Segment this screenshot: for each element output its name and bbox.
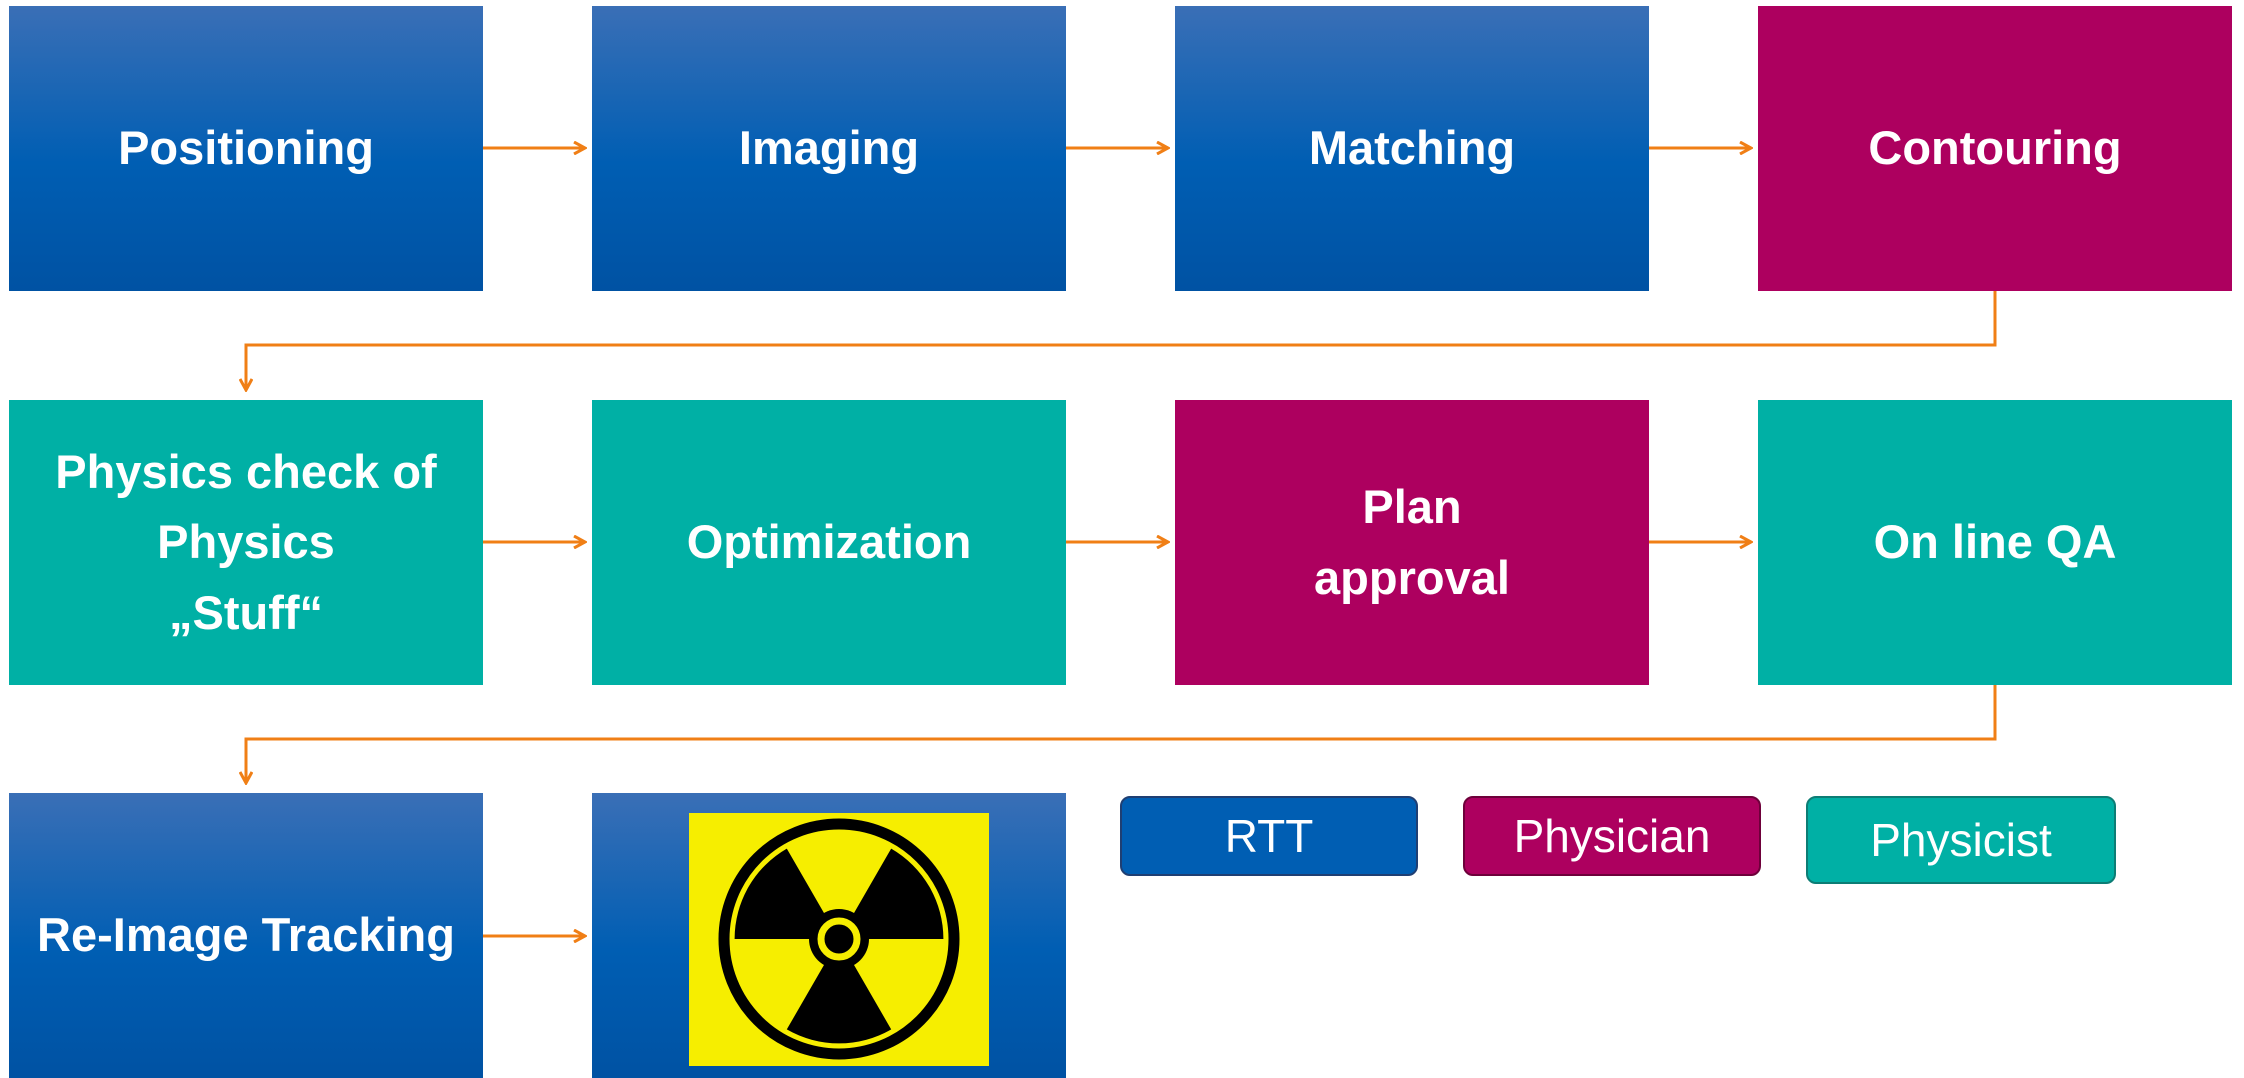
- legend-rtt: RTT: [1120, 796, 1418, 876]
- legend-physicist: Physicist: [1806, 796, 2116, 884]
- step-reimage-tracking-label: Re-Image Tracking: [37, 908, 455, 962]
- arrow-contouring-to-physics-check: [246, 291, 1997, 390]
- step-reimage-tracking: Re-Image Tracking: [9, 793, 483, 1078]
- legend-rtt-label: RTT: [1224, 810, 1314, 862]
- arrow-online-qa-to-reimage: [246, 685, 1997, 783]
- step-imaging: Imaging: [592, 6, 1066, 291]
- step-positioning: Positioning: [9, 6, 483, 291]
- step-positioning-label: Positioning: [118, 121, 374, 175]
- radiation-hazard-icon: [689, 813, 989, 1066]
- legend-physician-label: Physician: [1513, 810, 1711, 862]
- legend-physician: Physician: [1463, 796, 1761, 876]
- step-treatment: [592, 793, 1066, 1078]
- step-physics-check: Physics check of Physics „Stuff“: [9, 400, 483, 685]
- step-optimization: Optimization: [592, 400, 1066, 685]
- legend-physicist-label: Physicist: [1870, 814, 2052, 866]
- step-online-qa: On line QA: [1758, 400, 2232, 685]
- step-imaging-label: Imaging: [738, 121, 920, 175]
- step-contouring: Contouring: [1758, 6, 2232, 291]
- step-matching: Matching: [1175, 6, 1649, 291]
- step-plan-approval: Plan approval: [1175, 400, 1649, 685]
- step-matching-label: Matching: [1308, 121, 1516, 175]
- step-plan-approval-label: Plan approval: [1314, 480, 1510, 604]
- step-contouring-label: Contouring: [1868, 121, 2122, 175]
- step-online-qa-label: On line QA: [1873, 515, 2117, 569]
- step-physics-check-label: Physics check of Physics „Stuff“: [55, 444, 437, 639]
- step-optimization-label: Optimization: [686, 515, 972, 569]
